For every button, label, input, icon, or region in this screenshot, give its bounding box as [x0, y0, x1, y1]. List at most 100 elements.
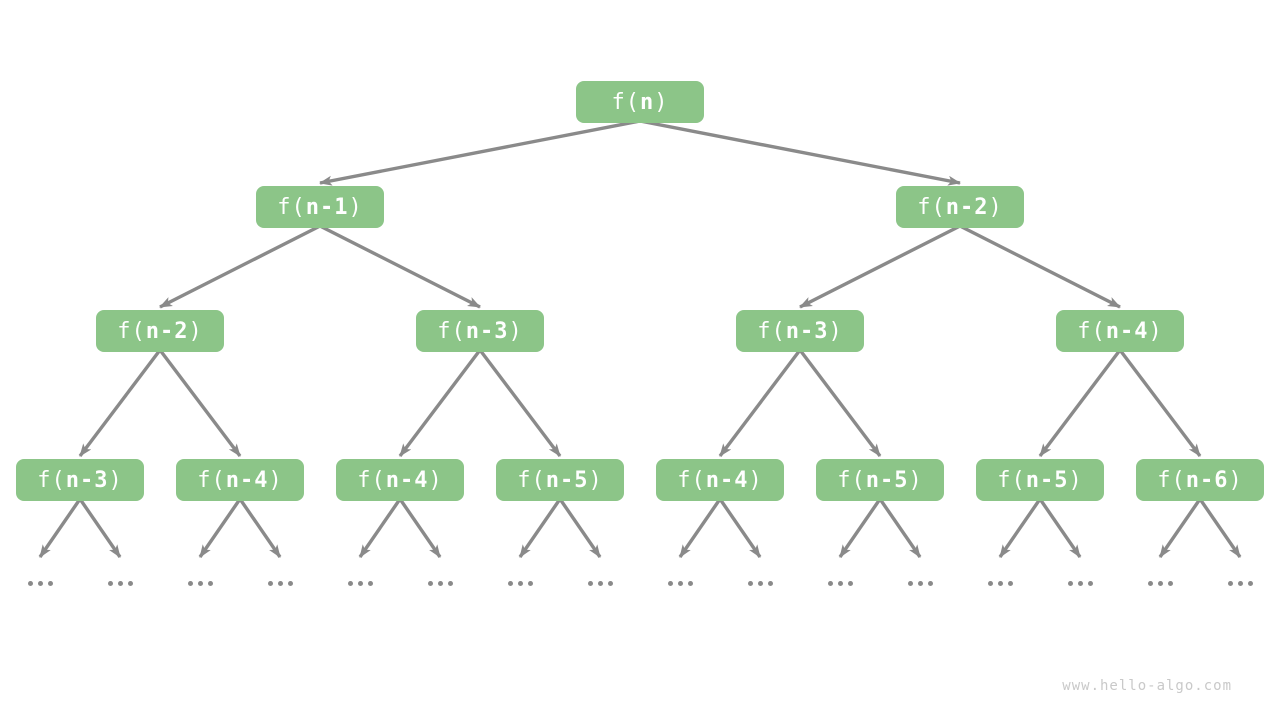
tree-node: f(n-3) [16, 459, 144, 501]
ellipsis-dot [267, 580, 273, 586]
ellipsis-dot [277, 580, 283, 586]
tree-node: f(n-6) [1136, 459, 1264, 501]
edge-arrow [639, 119, 961, 186]
edge-arrow [478, 348, 562, 458]
ellipsis-dot [1007, 580, 1013, 586]
ellipsis-dot [1087, 580, 1093, 586]
ellipsis-dot [1077, 580, 1083, 586]
ellipsis-dot [1167, 580, 1173, 586]
ellipsis-dot [47, 580, 53, 586]
ellipsis-dot [1157, 580, 1163, 586]
tree-node: f(n) [576, 81, 704, 123]
subtree-ellipsis [827, 580, 853, 586]
subtree-ellipsis [907, 580, 933, 586]
ellipsis-dot [427, 580, 433, 586]
subtree-ellipsis [267, 580, 293, 586]
edge-arrow [1198, 498, 1242, 558]
ellipsis-dot [997, 580, 1003, 586]
ellipsis-dot [927, 580, 933, 586]
subtree-ellipsis [347, 580, 373, 586]
ellipsis-dot [847, 580, 853, 586]
edge-arrow [398, 498, 442, 558]
ellipsis-dot [127, 580, 133, 586]
subtree-ellipsis [507, 580, 533, 586]
edge-arrow [959, 224, 1121, 309]
ellipsis-dot [607, 580, 613, 586]
ellipsis-dot [437, 580, 443, 586]
edge-arrow [798, 348, 882, 458]
edge-arrow [998, 498, 1042, 558]
ellipsis-dot [827, 580, 833, 586]
subtree-ellipsis [107, 580, 133, 586]
edge-arrow [238, 498, 282, 558]
subtree-ellipsis [987, 580, 1013, 586]
edge-arrow [838, 498, 882, 558]
subtree-ellipsis [27, 580, 53, 586]
ellipsis-dot [837, 580, 843, 586]
ellipsis-dot [917, 580, 923, 586]
tree-node: f(n-5) [976, 459, 1104, 501]
tree-node: f(n-1) [256, 186, 384, 228]
edge-arrow [78, 348, 162, 458]
tree-node: f(n-5) [816, 459, 944, 501]
tree-node: f(n-4) [656, 459, 784, 501]
edge-arrow [1038, 498, 1082, 558]
edge-arrow [1118, 348, 1202, 458]
ellipsis-dot [357, 580, 363, 586]
edge-arrow [878, 498, 922, 558]
ellipsis-dot [527, 580, 533, 586]
subtree-ellipsis [587, 580, 613, 586]
edge-arrow [718, 498, 762, 558]
ellipsis-dot [747, 580, 753, 586]
ellipsis-dot [907, 580, 913, 586]
tree-node: f(n-4) [176, 459, 304, 501]
ellipsis-dot [117, 580, 123, 586]
ellipsis-dot [1227, 580, 1233, 586]
ellipsis-dot [987, 580, 993, 586]
subtree-ellipsis [427, 580, 453, 586]
subtree-ellipsis [187, 580, 213, 586]
ellipsis-dot [677, 580, 683, 586]
ellipsis-dot [207, 580, 213, 586]
subtree-ellipsis [1227, 580, 1253, 586]
ellipsis-dot [107, 580, 113, 586]
ellipsis-dot [187, 580, 193, 586]
ellipsis-dot [197, 580, 203, 586]
edge-arrow [799, 224, 961, 309]
tree-node: f(n-4) [1056, 310, 1184, 352]
edge-arrow [518, 498, 562, 558]
ellipsis-dot [367, 580, 373, 586]
subtree-ellipsis [1147, 580, 1173, 586]
ellipsis-dot [1237, 580, 1243, 586]
edge-arrow [1038, 348, 1122, 458]
edge-arrow [718, 348, 802, 458]
watermark: www.hello-algo.com [1062, 678, 1232, 694]
tree-node: f(n-2) [896, 186, 1024, 228]
ellipsis-dot [597, 580, 603, 586]
tree-node: f(n-3) [736, 310, 864, 352]
ellipsis-dot [757, 580, 763, 586]
edge-arrow [198, 498, 242, 558]
edge-arrow [358, 498, 402, 558]
edge-arrow [38, 498, 82, 558]
ellipsis-dot [1147, 580, 1153, 586]
ellipsis-dot [507, 580, 513, 586]
ellipsis-dot [767, 580, 773, 586]
tree-node: f(n-5) [496, 459, 624, 501]
ellipsis-dot [587, 580, 593, 586]
ellipsis-dot [667, 580, 673, 586]
tree-node: f(n-4) [336, 459, 464, 501]
subtree-ellipsis [1067, 580, 1093, 586]
edge-arrow [319, 224, 481, 309]
ellipsis-dot [1067, 580, 1073, 586]
ellipsis-dot [27, 580, 33, 586]
edge-arrow [558, 498, 602, 558]
edge-arrow [319, 119, 641, 186]
edge-arrow [78, 498, 122, 558]
edge-arrow [1158, 498, 1202, 558]
tree-node: f(n-3) [416, 310, 544, 352]
ellipsis-dot [517, 580, 523, 586]
edge-arrow [158, 348, 242, 458]
ellipsis-dot [37, 580, 43, 586]
